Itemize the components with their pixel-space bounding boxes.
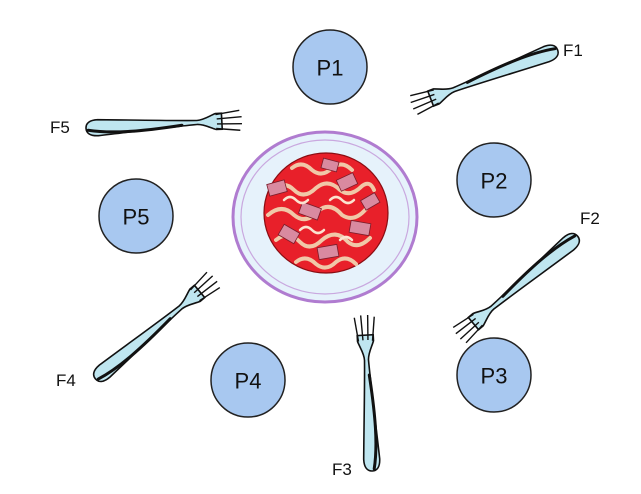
fork-icon: [352, 313, 384, 474]
philosopher-seat: [292, 29, 368, 105]
fork-icon: [83, 108, 244, 140]
philosopher-p5: P5: [98, 178, 174, 254]
philosopher-p4: P4: [210, 342, 286, 418]
fork-f3: [352, 313, 384, 474]
philosopher-seat: [210, 342, 286, 418]
philosopher-label: P3: [481, 364, 508, 389]
philosopher-seat: [456, 142, 532, 218]
philosopher-label: P2: [481, 169, 508, 194]
fork-f2: [450, 226, 586, 346]
fork-f4: [87, 269, 223, 389]
philosopher-p2: P2: [456, 142, 532, 218]
philosopher-label: P4: [235, 369, 262, 394]
fork-label-f2: F2: [580, 209, 600, 228]
philosopher-label: P1: [317, 56, 344, 81]
fork-icon: [450, 226, 586, 346]
philosopher-seat: [98, 178, 174, 254]
fork-label-f4: F4: [56, 371, 76, 390]
fork-f5: [83, 108, 244, 140]
fork-label-f1: F1: [563, 41, 583, 60]
spaghetti-plate: [231, 130, 419, 304]
fork-label-f5: F5: [50, 118, 70, 137]
philosopher-p1: P1: [292, 29, 368, 105]
philosopher-label: P5: [123, 205, 150, 230]
fork-label-f3: F3: [332, 460, 352, 479]
fork-icon: [406, 39, 563, 117]
fork-f1: [406, 39, 563, 117]
philosopher-p3: P3: [456, 337, 532, 413]
fork-icon: [87, 269, 223, 389]
spaghetti-pile: [263, 152, 389, 274]
philosopher-seat: [456, 337, 532, 413]
